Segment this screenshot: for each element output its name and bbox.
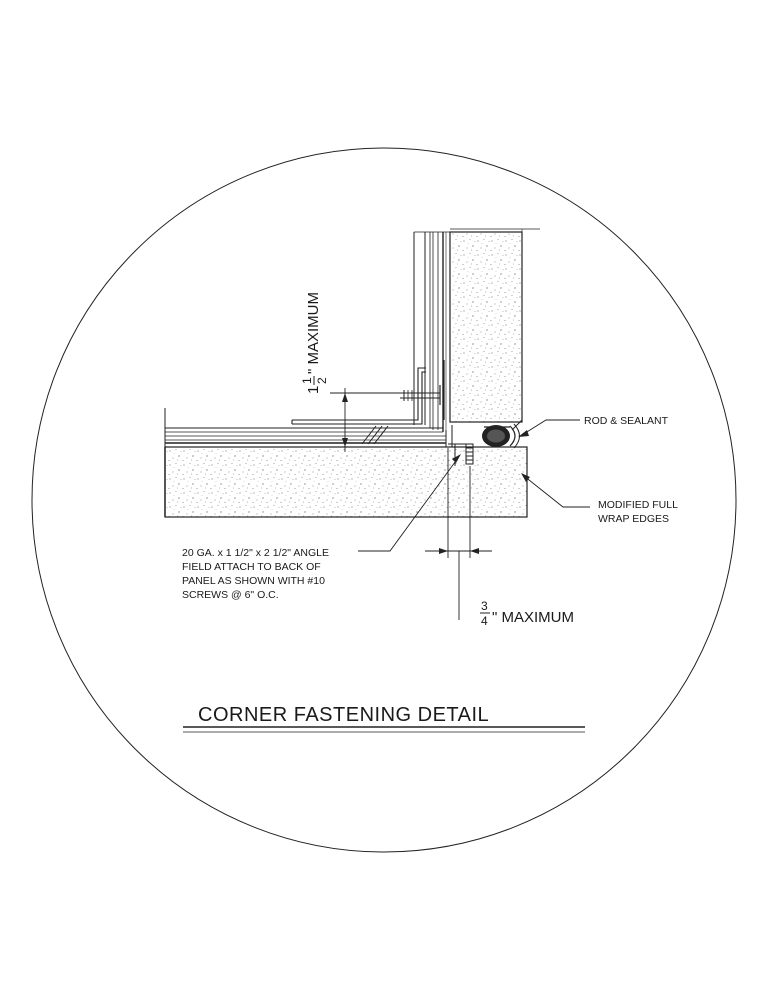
- wrap-edges-label-line-2: WRAP EDGES: [598, 513, 669, 525]
- vertical-dim-whole: 1: [305, 386, 322, 394]
- wrap-edges-label-line-1: MODIFIED FULL: [598, 499, 678, 511]
- angle-note-line-2: FIELD ATTACH TO BACK OF: [182, 561, 321, 573]
- angle-note-line-1: 20 GA. x 1 1/2" x 2 1/2" ANGLE: [182, 547, 329, 559]
- angle-note-arrow: [452, 454, 461, 463]
- rod-sealant-arrow: [518, 430, 529, 437]
- vertical-dim-denominator: 2: [315, 377, 329, 384]
- angle-note-leader: [358, 457, 459, 552]
- horizontal-liner-layers: [164, 408, 453, 447]
- detail-circle: [31, 147, 737, 853]
- backer-rod-sealant: [482, 423, 520, 449]
- leader-lines: [358, 419, 590, 552]
- vertical-dim-numerator: 1: [300, 377, 314, 384]
- horizontal-dimension: [425, 448, 492, 620]
- angle-clip: [291, 360, 445, 445]
- vertical-liner-layers: [413, 231, 450, 432]
- vertical-panel: [449, 228, 540, 431]
- angle-note-line-4: SCREWS @ 6" O.C.: [182, 589, 279, 601]
- detail-title: CORNER FASTENING DETAIL: [198, 704, 489, 726]
- wrap-edges-arrow: [521, 473, 530, 482]
- wrap-edges-leader: [523, 475, 590, 508]
- horizontal-panel: [164, 446, 528, 518]
- horizontal-dim-denominator: 4: [481, 614, 488, 628]
- horizontal-dim-suffix: " MAXIMUM: [492, 609, 574, 626]
- vertical-dimension-label: 1 1 2 " MAXIMUM: [300, 292, 329, 394]
- rod-sealant-leader: [521, 419, 580, 436]
- angle-note-line-3: PANEL AS SHOWN WITH #10: [182, 575, 325, 587]
- horizontal-dimension-label: 3 4 " MAXIMUM: [480, 599, 574, 628]
- vertical-dim-suffix: " MAXIMUM: [305, 292, 322, 374]
- horizontal-dim-numerator: 3: [481, 599, 488, 613]
- vertical-dimension: [330, 388, 400, 452]
- rod-sealant-label: ROD & SEALANT: [584, 415, 669, 427]
